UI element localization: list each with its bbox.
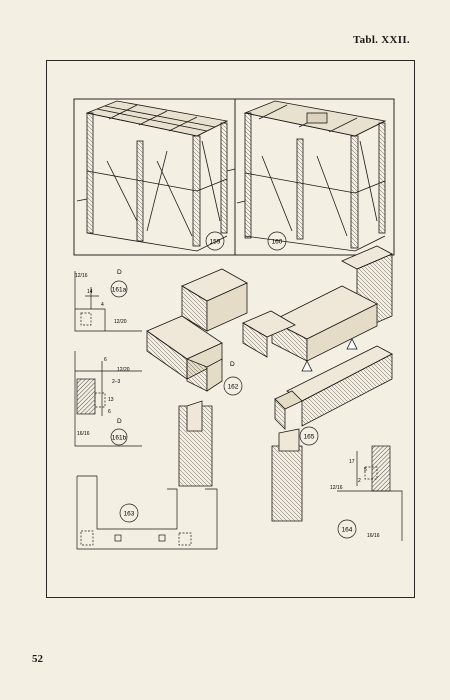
figure-163-plan bbox=[76, 475, 218, 550]
illustration-frame: 159 160 12/16 bbox=[46, 60, 415, 598]
frame-160-drawing bbox=[236, 100, 387, 252]
dim-16-16: 16/16 bbox=[77, 431, 90, 437]
figure-165-joint bbox=[242, 245, 393, 522]
figure-162-label: 162 bbox=[228, 384, 239, 391]
dim-12-20: 12/20 bbox=[114, 319, 127, 325]
dim-13: 13 bbox=[108, 397, 114, 403]
figure-164-plan bbox=[337, 445, 403, 541]
figure-159-label: 159 bbox=[210, 239, 221, 246]
top-panel: 159 160 bbox=[73, 98, 395, 256]
dim-16-16b: 16/16 bbox=[367, 533, 380, 539]
figure-161a-plan bbox=[74, 271, 142, 332]
frame-159-drawing bbox=[76, 100, 236, 252]
label-d-161a: D bbox=[117, 269, 122, 276]
dim-12-16: 12/16 bbox=[75, 273, 88, 279]
figure-161b-label: 161b bbox=[112, 435, 127, 442]
dim-14: 14 bbox=[87, 289, 93, 295]
dim-4: 4 bbox=[101, 302, 104, 308]
dim-12-20b: 12/20 bbox=[117, 367, 130, 373]
figure-165-label: 165 bbox=[304, 434, 315, 441]
label-d-161b: D bbox=[117, 418, 122, 425]
dim-17: 17 bbox=[349, 459, 355, 465]
dim-2-3: 2–3 bbox=[112, 379, 121, 385]
plate-title: Tabl. XXII. bbox=[352, 34, 410, 46]
figure-160-label: 160 bbox=[272, 239, 283, 246]
dim-6: 6 bbox=[104, 357, 107, 363]
dim-5: 5 bbox=[364, 467, 367, 473]
dim-12-16b: 12/16 bbox=[330, 485, 343, 491]
plate-drawing: 159 160 12/16 bbox=[73, 98, 403, 550]
dim-2: 2 bbox=[358, 478, 361, 484]
label-d-162: D bbox=[230, 361, 235, 368]
page-number: 52 bbox=[32, 653, 43, 665]
figure-163-label: 163 bbox=[124, 511, 135, 518]
figure-164-label: 164 bbox=[342, 527, 353, 534]
dim-6b: 6 bbox=[108, 409, 111, 415]
figure-161b-plan bbox=[74, 351, 142, 447]
figure-162-joint bbox=[146, 268, 248, 487]
figure-161a-label: 161a bbox=[112, 287, 127, 294]
